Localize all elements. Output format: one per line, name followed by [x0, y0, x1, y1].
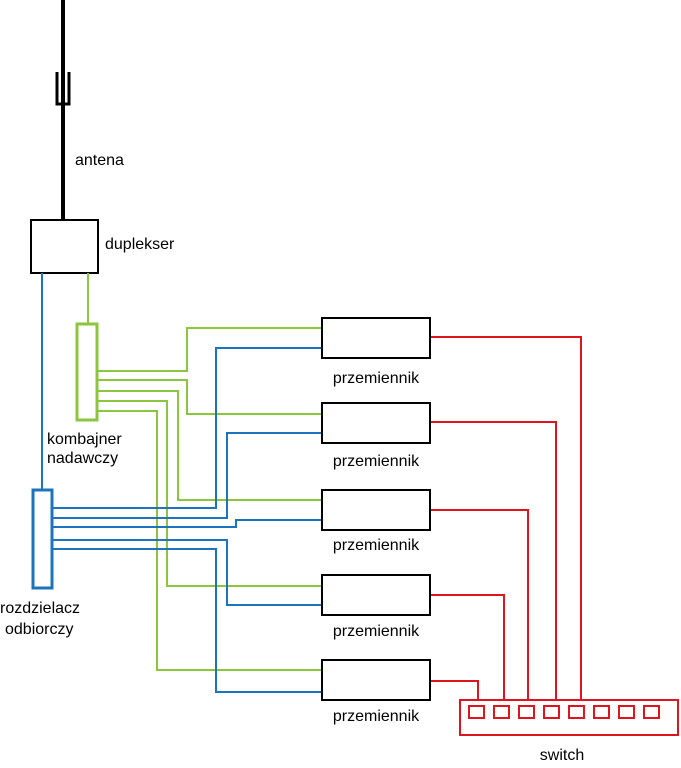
rx-wire-3 [52, 519, 322, 528]
tx-wire-3 [97, 390, 322, 501]
repeater-box [321, 489, 431, 531]
switch-port [618, 705, 635, 719]
repeater-2: przemiennik [321, 402, 431, 470]
switch-port [518, 705, 535, 719]
splitter-label-line2: odbiorczy [5, 621, 73, 638]
antenna-label: antena [75, 152, 124, 169]
switch-ports [468, 705, 660, 719]
repeater-box [321, 317, 431, 359]
switch-port [543, 705, 560, 719]
repeater-label: przemiennik [333, 623, 420, 640]
rx-wires [52, 347, 322, 693]
splitter-box [31, 488, 54, 590]
duplexer-box [30, 219, 99, 274]
repeater-3: przemiennik [321, 489, 431, 554]
switch-port [643, 705, 660, 719]
repeater-box [321, 574, 431, 616]
tx-wires [97, 327, 322, 671]
switch-port [468, 705, 485, 719]
rx-wire-4 [52, 539, 322, 606]
network-wire-5 [430, 680, 479, 705]
switch-port [568, 705, 585, 719]
switch-port [593, 705, 610, 719]
repeater-label: przemiennik [333, 537, 420, 554]
network-wire-1 [430, 336, 582, 705]
repeater-4: przemiennik [321, 574, 431, 640]
network-wire-3 [430, 509, 529, 705]
repeater-5: przemiennik [321, 659, 431, 725]
repeater-label: przemiennik [333, 453, 420, 470]
combiner-label-line1: kombajner [47, 431, 122, 448]
splitter-label-line1: rozdzielacz [0, 600, 80, 617]
repeater-box [321, 402, 431, 444]
tx-wire-2 [97, 379, 322, 415]
rx-wire-2 [52, 432, 322, 519]
rx-wire-1 [52, 347, 322, 509]
rx-wire-5 [52, 548, 322, 693]
combiner-label-line2: nadawczy [47, 450, 118, 467]
tx-wire-1 [97, 327, 322, 372]
network-wire-4 [430, 594, 505, 705]
antenna-icon [55, 0, 71, 222]
network-wires [430, 336, 582, 705]
tx-wire-4 [97, 400, 322, 587]
switch-label: switch [540, 747, 584, 764]
switch: switch [459, 699, 679, 764]
combiner-box [75, 322, 99, 422]
network-wire-2 [430, 421, 557, 705]
repeater-label: przemiennik [333, 708, 420, 725]
duplexer-label: duplekser [105, 236, 175, 253]
switch-port [493, 705, 510, 719]
repeater-label: przemiennik [333, 370, 420, 387]
repeater-1: przemiennik [321, 317, 431, 387]
repeater-box [321, 659, 431, 701]
